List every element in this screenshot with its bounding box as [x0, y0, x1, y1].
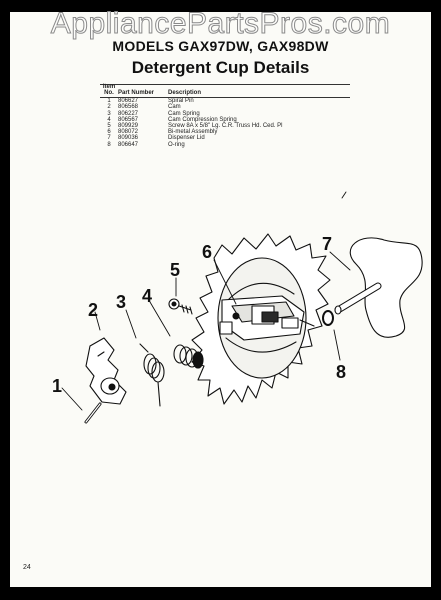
- parts-table-header: Item No. Part Number Description: [100, 84, 350, 99]
- callout-3: 3: [116, 292, 126, 312]
- screw: [168, 298, 193, 315]
- models-heading: MODELS GAX97DW, GAX98DW: [112, 38, 329, 54]
- callout-5: 5: [170, 260, 180, 280]
- callout-7: 7: [322, 234, 332, 254]
- page-number: 24: [23, 564, 31, 571]
- description-header: Description: [168, 89, 202, 96]
- part-number-header: Part Number: [118, 89, 155, 96]
- dispenser-lid: [334, 237, 423, 338]
- bi-metal-assembly: [219, 295, 315, 341]
- callout-8: 8: [336, 362, 346, 382]
- callout-4: 4: [142, 286, 152, 306]
- cam-spring: [139, 343, 165, 407]
- cam: [85, 337, 127, 405]
- o-ring: [322, 310, 334, 326]
- cam-compression-spring: [173, 344, 204, 369]
- callout-6: 6: [202, 242, 212, 262]
- callout-2: 2: [88, 300, 98, 320]
- spiral-pin: [84, 402, 102, 424]
- leader-lines: [61, 191, 351, 411]
- page-title: Detergent Cup Details: [131, 58, 310, 77]
- item-header: Item No.: [102, 84, 116, 96]
- callout-1: 1: [52, 376, 62, 396]
